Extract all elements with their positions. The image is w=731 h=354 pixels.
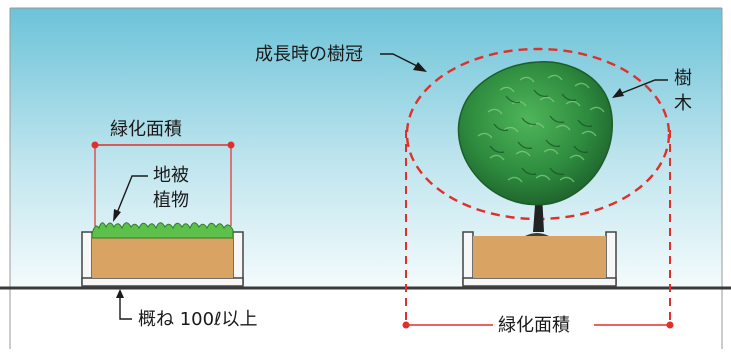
- tree-label-line2: 木: [674, 93, 692, 114]
- left-planter: [81, 222, 244, 287]
- ground-cover-arrowhead: [113, 209, 121, 222]
- ground-cover-leader: [116, 175, 148, 214]
- ground-cover-label-line2: 植物: [153, 190, 189, 211]
- ground-cover-label-line1: 地被: [153, 165, 189, 186]
- crown-at-maturity-label: 成長時の樹冠: [255, 44, 363, 65]
- right-planter: [462, 231, 617, 287]
- left-greening-dimension: [91, 141, 235, 226]
- tree-label-line1: 樹: [674, 68, 692, 89]
- ground-cover-plants: [91, 222, 234, 239]
- tree-illustration: [457, 61, 613, 232]
- volume-note-arrowhead: [116, 289, 124, 298]
- tree-crown: [457, 61, 613, 206]
- right-greening-dimension: [402, 321, 674, 329]
- greening-area-label-left: 緑化面積: [110, 119, 182, 140]
- volume-note: 概ね 100ℓ以上: [138, 309, 258, 330]
- volume-note-leader: [119, 294, 132, 320]
- tree-arrowhead: [612, 88, 624, 98]
- tree-leader: [621, 79, 668, 94]
- crown-leader: [380, 53, 418, 67]
- crown-arrowhead: [413, 62, 427, 72]
- greening-area-label-right: 緑化面積: [498, 315, 570, 336]
